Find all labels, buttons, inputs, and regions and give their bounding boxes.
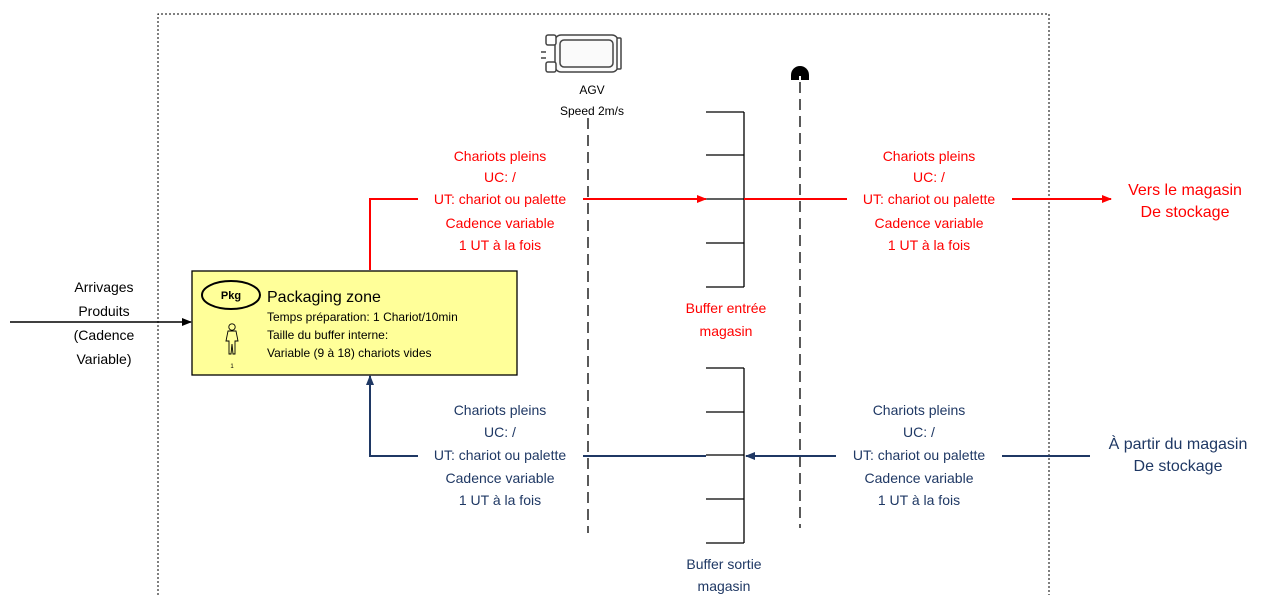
svg-text:UT: chariot ou palette: UT: chariot ou palette xyxy=(434,447,567,463)
svg-text:UC: /: UC: / xyxy=(484,424,516,440)
packaging-zone-title: Packaging zone xyxy=(267,289,381,306)
svg-text:Produits: Produits xyxy=(78,303,129,319)
operator-icon xyxy=(225,323,239,355)
svg-text:Buffer entrée: Buffer entrée xyxy=(686,300,767,316)
operator-count: 1 xyxy=(230,364,234,370)
flow-out-left-label: Chariots pleins UC: / UT: chariot ou pal… xyxy=(418,148,583,253)
agv-label: AGV xyxy=(579,83,604,97)
buffer-out-label: Buffer sortie magasin xyxy=(686,556,761,594)
svg-text:magasin: magasin xyxy=(700,323,753,339)
buffer-out-rack xyxy=(706,367,745,544)
svg-text:Arrivages: Arrivages xyxy=(74,279,133,295)
svg-text:1 UT à la fois: 1 UT à la fois xyxy=(878,492,960,508)
svg-text:Variable): Variable) xyxy=(77,351,132,367)
svg-text:UC: /: UC: / xyxy=(903,424,935,440)
inbound-flow-arrow-left xyxy=(366,375,706,457)
svg-text:magasin: magasin xyxy=(698,578,751,594)
svg-text:Buffer sortie: Buffer sortie xyxy=(686,556,761,572)
sensor-icon xyxy=(791,66,809,81)
svg-text:Cadence variable: Cadence variable xyxy=(875,215,984,231)
svg-text:Cadence variable: Cadence variable xyxy=(446,215,555,231)
svg-text:Chariots pleins: Chariots pleins xyxy=(873,402,966,418)
packaging-zone-line3: Variable (9 à 18) chariots vides xyxy=(267,346,432,360)
svg-text:Vers le magasin: Vers le magasin xyxy=(1128,182,1242,199)
svg-text:UT: chariot ou palette: UT: chariot ou palette xyxy=(434,191,567,207)
outbound-flow-arrow xyxy=(369,195,707,270)
svg-text:Chariots pleins: Chariots pleins xyxy=(454,402,547,418)
svg-text:(Cadence: (Cadence xyxy=(74,327,135,343)
buffer-in-rack xyxy=(706,111,745,288)
agv-icon xyxy=(541,34,622,73)
flow-out-right-label: Chariots pleins UC: / UT: chariot ou pal… xyxy=(847,148,1012,253)
pkg-badge-text: Pkg xyxy=(221,290,241,302)
svg-text:Chariots pleins: Chariots pleins xyxy=(883,148,976,164)
buffer-in-label: Buffer entrée magasin xyxy=(686,300,767,339)
svg-text:UC: /: UC: / xyxy=(484,169,516,185)
svg-text:Chariots pleins: Chariots pleins xyxy=(454,148,547,164)
destination-label: Vers le magasin De stockage xyxy=(1128,182,1242,221)
svg-text:UC: /: UC: / xyxy=(913,169,945,185)
svg-text:Cadence variable: Cadence variable xyxy=(446,470,555,486)
flow-in-left-label: Chariots pleins UC: / UT: chariot ou pal… xyxy=(418,402,583,508)
svg-text:1 UT à la fois: 1 UT à la fois xyxy=(888,237,970,253)
svg-text:Cadence variable: Cadence variable xyxy=(865,470,974,486)
svg-text:1 UT à la fois: 1 UT à la fois xyxy=(459,237,541,253)
packaging-zone-line2: Taille du buffer interne: xyxy=(267,328,388,342)
svg-text:1 UT à la fois: 1 UT à la fois xyxy=(459,492,541,508)
svg-text:UT: chariot ou palette: UT: chariot ou palette xyxy=(853,447,986,463)
svg-text:De stockage: De stockage xyxy=(1134,458,1223,475)
agv-speed: Speed 2m/s xyxy=(560,104,624,118)
svg-text:De stockage: De stockage xyxy=(1141,204,1230,221)
packaging-zone-line1: Temps préparation: 1 Chariot/10min xyxy=(267,310,458,324)
flow-in-right-label: Chariots pleins UC: / UT: chariot ou pal… xyxy=(836,402,1002,508)
arrivals-label: Arrivages Produits (Cadence Variable) xyxy=(74,279,135,367)
source-label: À partir du magasin De stockage xyxy=(1109,434,1248,475)
svg-text:À partir du magasin: À partir du magasin xyxy=(1109,434,1248,453)
pkg-badge xyxy=(201,280,261,310)
svg-text:UT: chariot ou palette: UT: chariot ou palette xyxy=(863,191,996,207)
